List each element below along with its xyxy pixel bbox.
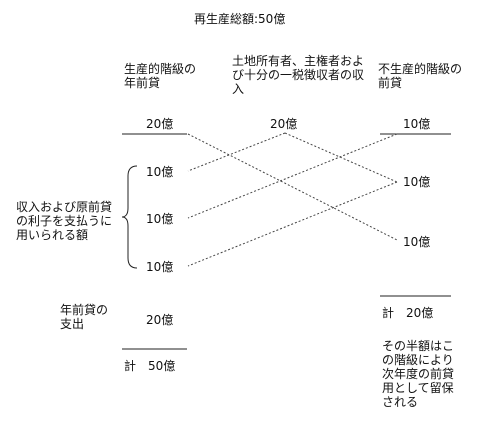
sterile-top-value: 10億 bbox=[403, 117, 431, 131]
productive-flow-value-3: 10億 bbox=[146, 260, 174, 274]
productive-flow-value-2: 10億 bbox=[146, 212, 174, 226]
productive-flow-value-1: 10億 bbox=[146, 165, 174, 179]
productive-top-value: 20億 bbox=[146, 117, 174, 131]
left-brace bbox=[121, 165, 138, 269]
sterile-note: その半額はこの階級により次年度の前貸用として留保される bbox=[382, 339, 455, 409]
sterile-flow-value-2: 10億 bbox=[403, 235, 431, 249]
productive-expense-value: 20億 bbox=[146, 313, 174, 327]
diagram-title: 再生産総額:50億 bbox=[194, 12, 286, 26]
header-productive-class: 生産的階級の年前貸 bbox=[124, 62, 197, 90]
flow-landowner-to-sterile-1 bbox=[284, 132, 398, 183]
header-landowner-class: 土地所有者、主権者および十分の一税徴収者の収入 bbox=[232, 54, 365, 96]
sterile-flow-value-1: 10億 bbox=[403, 175, 431, 189]
header-sterile-class: 不生産的階級の前貸 bbox=[378, 62, 463, 90]
flow-sterile-to-productive-2 bbox=[187, 133, 398, 219]
expense-label: 年前貸の支出 bbox=[60, 303, 109, 331]
flow-productive-to-sterile-2 bbox=[187, 133, 398, 241]
flow-sterile-to-productive-3 bbox=[187, 181, 398, 267]
flow-landowner-to-productive-1 bbox=[187, 132, 286, 172]
sterile-total: 計 20億 bbox=[382, 306, 434, 320]
landowner-top-value: 20億 bbox=[270, 117, 298, 131]
productive-total: 計 50億 bbox=[124, 359, 176, 373]
income-label: 収入および原前貸の利子を支払うに用いられる額 bbox=[16, 200, 113, 242]
